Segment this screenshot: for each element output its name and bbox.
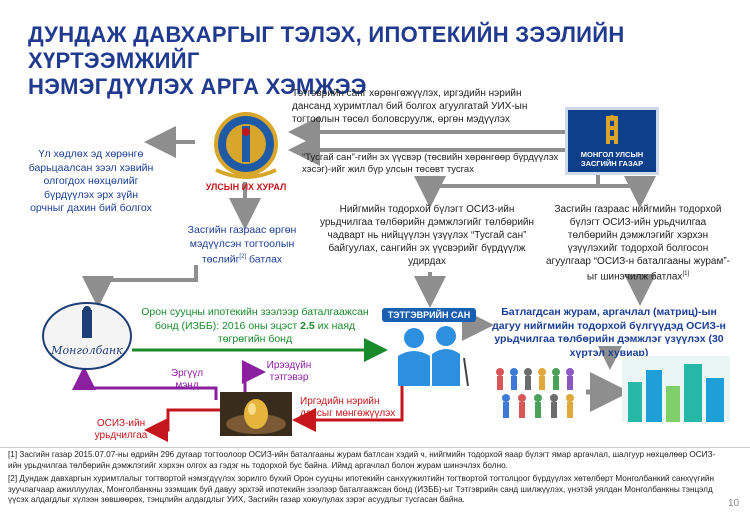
text-tusgai-san: “Тусгай сан”-гийн эх үүсвэр (төсвийн хөр… (302, 152, 562, 176)
mongolbank-logo-text: Монголбанк (38, 344, 136, 357)
buildings-icon (622, 356, 730, 422)
text-resolution: Засгийн газраас өргөн мэдүүлсэн тогтоолы… (172, 224, 312, 267)
golden-egg-nest (220, 392, 292, 436)
text-top-right: Тэтгэврийн санг хөрөнгөжүүлэх, иргэдийн … (292, 87, 562, 126)
arrow-nest-to-pension (245, 372, 260, 394)
title-line-1: ДУНДАЖ ДАВХАРГЫГ ТЭЛЭХ, ИПОТЕКИЙН ЗЭЭЛИЙ… (28, 22, 728, 74)
gov-logo-line-2: ЗАСГИЙН ГАЗАР (568, 159, 656, 168)
mongolbank-logo: Монголбанк (38, 300, 136, 372)
text-guarantee-rules: Засгийн газраас нийгмийн тодорхой бүлэгт… (546, 203, 730, 283)
parliament-label: УЛСЫН ИХ ХУРАЛ (186, 182, 306, 192)
crowd-icon (492, 364, 584, 422)
gov-logo-line-1: МОНГОЛ УЛСЫН (568, 150, 656, 159)
text-return-flow: Эргүүл мэнд (162, 368, 212, 392)
elderly-couple-icon (382, 322, 476, 386)
text-left-legal: Үл хөдлөх эд хөрөнгө барьцаалсан зээл хэ… (26, 148, 156, 216)
text-special-fund: Нийгмийн тодорхой бүлэгт ОСИЗ-ийн урьдчи… (318, 203, 536, 268)
golden-egg-icon (220, 392, 292, 436)
text-approved-support: Батлагдсан журам, аргачлал (матриц)-ын д… (486, 306, 732, 360)
guarantee-rules-main: Засгийн газраас нийгмийн тодорхой бүлэгт… (546, 204, 730, 282)
mongolbank-emblem-icon (38, 300, 136, 372)
government-logo: МОНГОЛ УЛСЫН ЗАСГИЙН ГАЗАР (565, 107, 659, 175)
pension-fund-figure (382, 322, 476, 386)
soyombo-icon (568, 110, 656, 150)
guarantee-rules-footnote-ref: [1] (682, 271, 689, 277)
soyombo-emblem-icon (198, 110, 294, 182)
people-illustration (492, 364, 584, 422)
arrow-resolution-to-bank (98, 265, 196, 300)
text-bonds: Орон сууцны ипотекийн зээлээр баталгаажс… (140, 306, 370, 347)
arrow-nest-to-downpayment (150, 410, 225, 430)
pension-fund-label: ТЭТГЭВРИЙН САН (382, 308, 476, 322)
parliament-emblem (198, 110, 294, 182)
footnote-2: [2] Дундаж давхаргын хуримтлалыг тогтвор… (8, 474, 720, 506)
footnote-1: [1] Засгийн газар 2015.07.07-ны өдрийн 2… (8, 450, 720, 471)
bonds-value: 2.5 (300, 320, 315, 332)
text-citizen-account: Иргэдийн нэрийн дансыг мөнгөжүүлэх (300, 396, 400, 420)
buildings-illustration (622, 356, 730, 422)
page-number: 10 (728, 498, 748, 509)
footnote-divider (0, 447, 750, 448)
resolution-end: батлах (246, 254, 282, 266)
text-future-pension: Ирээдүйн тэтгэвэр (264, 360, 314, 384)
text-down-payment: ОСИЗ-ийн урьдчилгаа (92, 418, 150, 442)
